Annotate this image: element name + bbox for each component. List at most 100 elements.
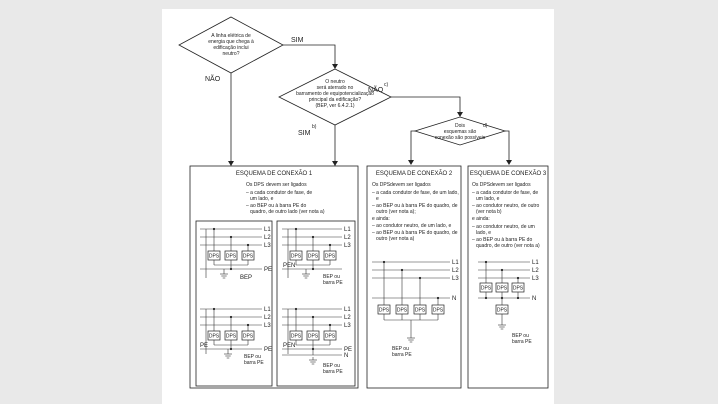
s3-tap-dot-3: [516, 276, 520, 280]
decision-1-line-4: neutro?: [223, 51, 240, 57]
s1-bl-tap-dot-3: [246, 323, 250, 327]
decision-1-line-1: A linha elétrica de: [211, 33, 251, 39]
arrow-to-s1-right: [332, 161, 338, 166]
s1-bl-bep-label-2: barra PE: [244, 360, 264, 366]
decision-2-line-4: principal da edificação?: [309, 97, 361, 103]
s1-text-6: quadro, de outro lado (ver nota a): [250, 209, 325, 215]
s3-text-6: (ver nota b): [476, 209, 502, 215]
arrow-q2-no: [457, 112, 463, 117]
s1-bl-pe-left-label: PE: [200, 343, 208, 349]
s1-br-L3-label: L3: [344, 323, 351, 329]
s2-bep-label-2: barra PE: [392, 352, 412, 358]
s1-br-tap-dot-3: [328, 323, 332, 327]
s1-br-pen-label: PEN: [283, 343, 295, 349]
decision-3-line-1: Dois: [455, 123, 466, 129]
decision-1-line-3: edificação inclui: [213, 45, 248, 51]
s3-L2-label: L2: [532, 268, 539, 274]
s1-tr-bep-label-2: barra PE: [323, 280, 343, 286]
s3-dps-4-label: DPS: [497, 307, 508, 313]
s3-L1-label: L1: [532, 260, 539, 266]
s1-bl-bep-label-1: BEP ou: [244, 354, 261, 360]
s1-tr-bep-label-1: BEP ou: [323, 274, 340, 280]
s2-text-7: e ainda:: [372, 216, 390, 222]
s1-tr-L3-label: L3: [344, 243, 351, 249]
scheme-3-panel: [467, 165, 549, 389]
s1-br-dps-2-label: DPS: [308, 333, 319, 339]
s3-dps-1-label: DPS: [481, 285, 492, 291]
label-q1-no: NÃO: [205, 74, 221, 83]
s1-tr-tap-dot-3: [328, 243, 332, 247]
s3-text-2: devem ser ligados: [490, 182, 531, 188]
s1-br-dps-3-label: DPS: [325, 333, 336, 339]
s3-dps-2-label: DPS: [497, 285, 508, 291]
s2-tap-dot-2: [400, 268, 404, 272]
s1-tl-pe-dot: [229, 267, 233, 271]
s3-bep-label-2: barra PE: [512, 339, 532, 345]
s2-text-10: outro (ver nota a): [376, 236, 415, 242]
decision-2-line-2: será aterrado no: [317, 85, 354, 91]
s1-br-n-label: N: [344, 353, 348, 359]
s3-text-3: – a cada condutor de fase, de: [472, 190, 538, 196]
s1-text-4: um lado, e: [250, 196, 274, 202]
s1-bl-L1-label: L1: [264, 307, 271, 313]
s1-bl-L3-label: L3: [264, 323, 271, 329]
s1-right-circuit-frame: [276, 220, 356, 387]
s2-bep-label-1: BEP ou: [392, 346, 409, 352]
s1-br-bep-label-1: BEP ou: [323, 363, 340, 369]
s1-br-tap-dot-2: [311, 315, 315, 319]
s1-tr-dps-1-label: DPS: [291, 253, 302, 259]
s2-text-8: – ao condutor neutro, de um lado, e: [372, 223, 451, 229]
s3-text-7: e ainda:: [472, 216, 490, 222]
decision-2-line-3: barramento de equipotencialização: [296, 91, 374, 97]
decision-two-schemes: Dois esquemas são conexão são possíveis …: [413, 116, 507, 146]
scheme-2-title: ESQUEMA DE CONEXÃO 2: [376, 170, 453, 177]
s1-br-L2-label: L2: [344, 315, 351, 321]
s3-n-dot-1: [484, 296, 488, 300]
s1-tl-tap-dot-1: [212, 227, 216, 231]
s3-n-label: N: [532, 296, 536, 302]
decision-3-line-2: esquemas são: [444, 129, 477, 135]
s1-tl-dps-2-label: DPS: [226, 253, 237, 259]
s1-bl-tap-dot-1: [212, 307, 216, 311]
s1-bl-dps-2-label: DPS: [226, 333, 237, 339]
arrow-to-s3: [506, 160, 512, 165]
s3-text-11: quadro, de outro (ver nota a): [476, 243, 540, 249]
scheme-3-title: ESQUEMA DE CONEXÃO 3: [470, 170, 547, 177]
arrow-q1-yes: [332, 64, 338, 69]
scheme-2-text: Os DPS devem ser ligados – a cada condut…: [372, 182, 459, 242]
s3-text-4: um lado, e: [476, 196, 500, 202]
s3-text-1: Os DPS: [472, 182, 491, 188]
s1-bl-tap-dot-2: [229, 315, 233, 319]
s2-tap-dot-1: [382, 260, 386, 264]
s1-tr-pen-dot: [311, 267, 315, 271]
s1-tr-tap-dot-2: [311, 235, 315, 239]
s3-text-9: lado, e: [476, 230, 491, 236]
s1-bl-pe-dot: [229, 347, 233, 351]
arrow-to-s2: [408, 160, 414, 165]
s2-text-4: e: [376, 196, 379, 202]
label-q1-yes: SIM: [291, 37, 304, 44]
scheme-3-text: Os DPS devem ser ligados – a cada condut…: [472, 182, 540, 249]
s3-bep-label-1: BEP ou: [512, 333, 529, 339]
scheme-1-text: Os DPS devem ser ligados – a cada condut…: [246, 182, 325, 215]
decision-2-line-1: O neutro: [325, 79, 345, 85]
s2-dps-2-label: DPS: [397, 307, 408, 313]
s1-text-1: Os DPS: [246, 182, 265, 188]
s2-dps-4-label: DPS: [433, 307, 444, 313]
s3-tap-dot-2: [500, 268, 504, 272]
s1-tr-L2-label: L2: [344, 235, 351, 241]
s2-n-label: N: [452, 296, 456, 302]
s1-text-3: – a cada condutor de fase, de: [246, 190, 312, 196]
s1-br-L1-label: L1: [344, 307, 351, 313]
s1-br-pe-dot: [311, 347, 315, 351]
s2-text-1: Os DPS: [372, 182, 391, 188]
s3-n-dot-3: [516, 296, 520, 300]
decision-2-line-5: (BEP, ver 6.4.2.1): [315, 103, 354, 109]
s1-bl-L2-label: L2: [264, 315, 271, 321]
s2-tap-dot-3: [418, 276, 422, 280]
s1-br-dps-1-label: DPS: [291, 333, 302, 339]
s2-L3-label: L3: [452, 276, 459, 282]
s1-bl-dps-3-label: DPS: [243, 333, 254, 339]
s3-L3-label: L3: [532, 276, 539, 282]
